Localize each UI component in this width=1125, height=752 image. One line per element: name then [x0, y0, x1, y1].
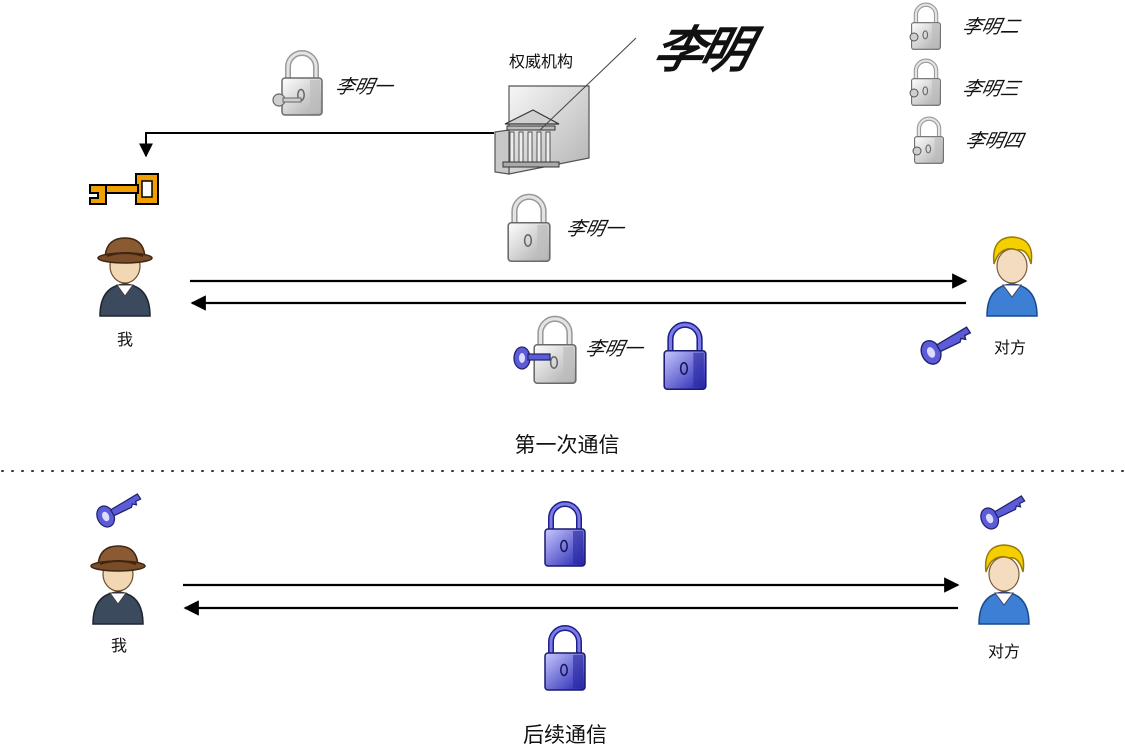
me-label-later: 我 [110, 636, 128, 655]
signature-pointer-line [539, 37, 637, 131]
peer-avatar-icon [986, 236, 1038, 317]
bundle-key-icon [513, 346, 551, 370]
received-signature: 李明一 [564, 218, 627, 240]
certificate-key-icon [272, 93, 302, 107]
peer-session-key-icon [918, 326, 971, 368]
issued-padlock-icon [912, 61, 941, 106]
authority-building-icon [494, 85, 590, 175]
bundle-blue-padlock-icon [664, 325, 706, 389]
issue-certificate-arrow [139, 132, 494, 158]
bundle-signature: 李明一 [583, 338, 646, 360]
peer-label: 对方 [993, 338, 1027, 357]
peer-label-later: 对方 [987, 642, 1021, 661]
me-avatar-icon [90, 545, 146, 625]
peer-avatar-icon [978, 544, 1030, 625]
me-session-key-icon [94, 493, 142, 531]
bundle-padlock-icon [534, 319, 576, 383]
issued-signature-3: 李明四 [963, 130, 1026, 152]
encrypted-response-padlock-icon [545, 628, 585, 690]
issued-padlock-icon [915, 119, 944, 164]
first-session-caption: 第一次通信 [514, 433, 620, 457]
issued-padlock-icon [912, 5, 941, 50]
peer-session-key-icon [978, 495, 1026, 533]
issued-signature-1: 李明二 [960, 16, 1023, 38]
received-certificate-padlock-icon [508, 197, 550, 261]
encrypted-request-padlock-icon [545, 504, 585, 566]
later-session-caption: 后续通信 [523, 723, 607, 747]
issued-signature-2: 李明三 [960, 78, 1023, 100]
certificate-padlock-icon [282, 53, 322, 115]
authority-label: 权威机构 [508, 52, 574, 71]
issued-key-icons [909, 32, 922, 156]
gold-key-icon [89, 173, 159, 205]
authority-signature: 李明 [647, 20, 755, 79]
me-avatar-icon [97, 237, 153, 317]
me-label: 我 [116, 330, 134, 349]
certificate-signature: 李明一 [333, 76, 396, 98]
